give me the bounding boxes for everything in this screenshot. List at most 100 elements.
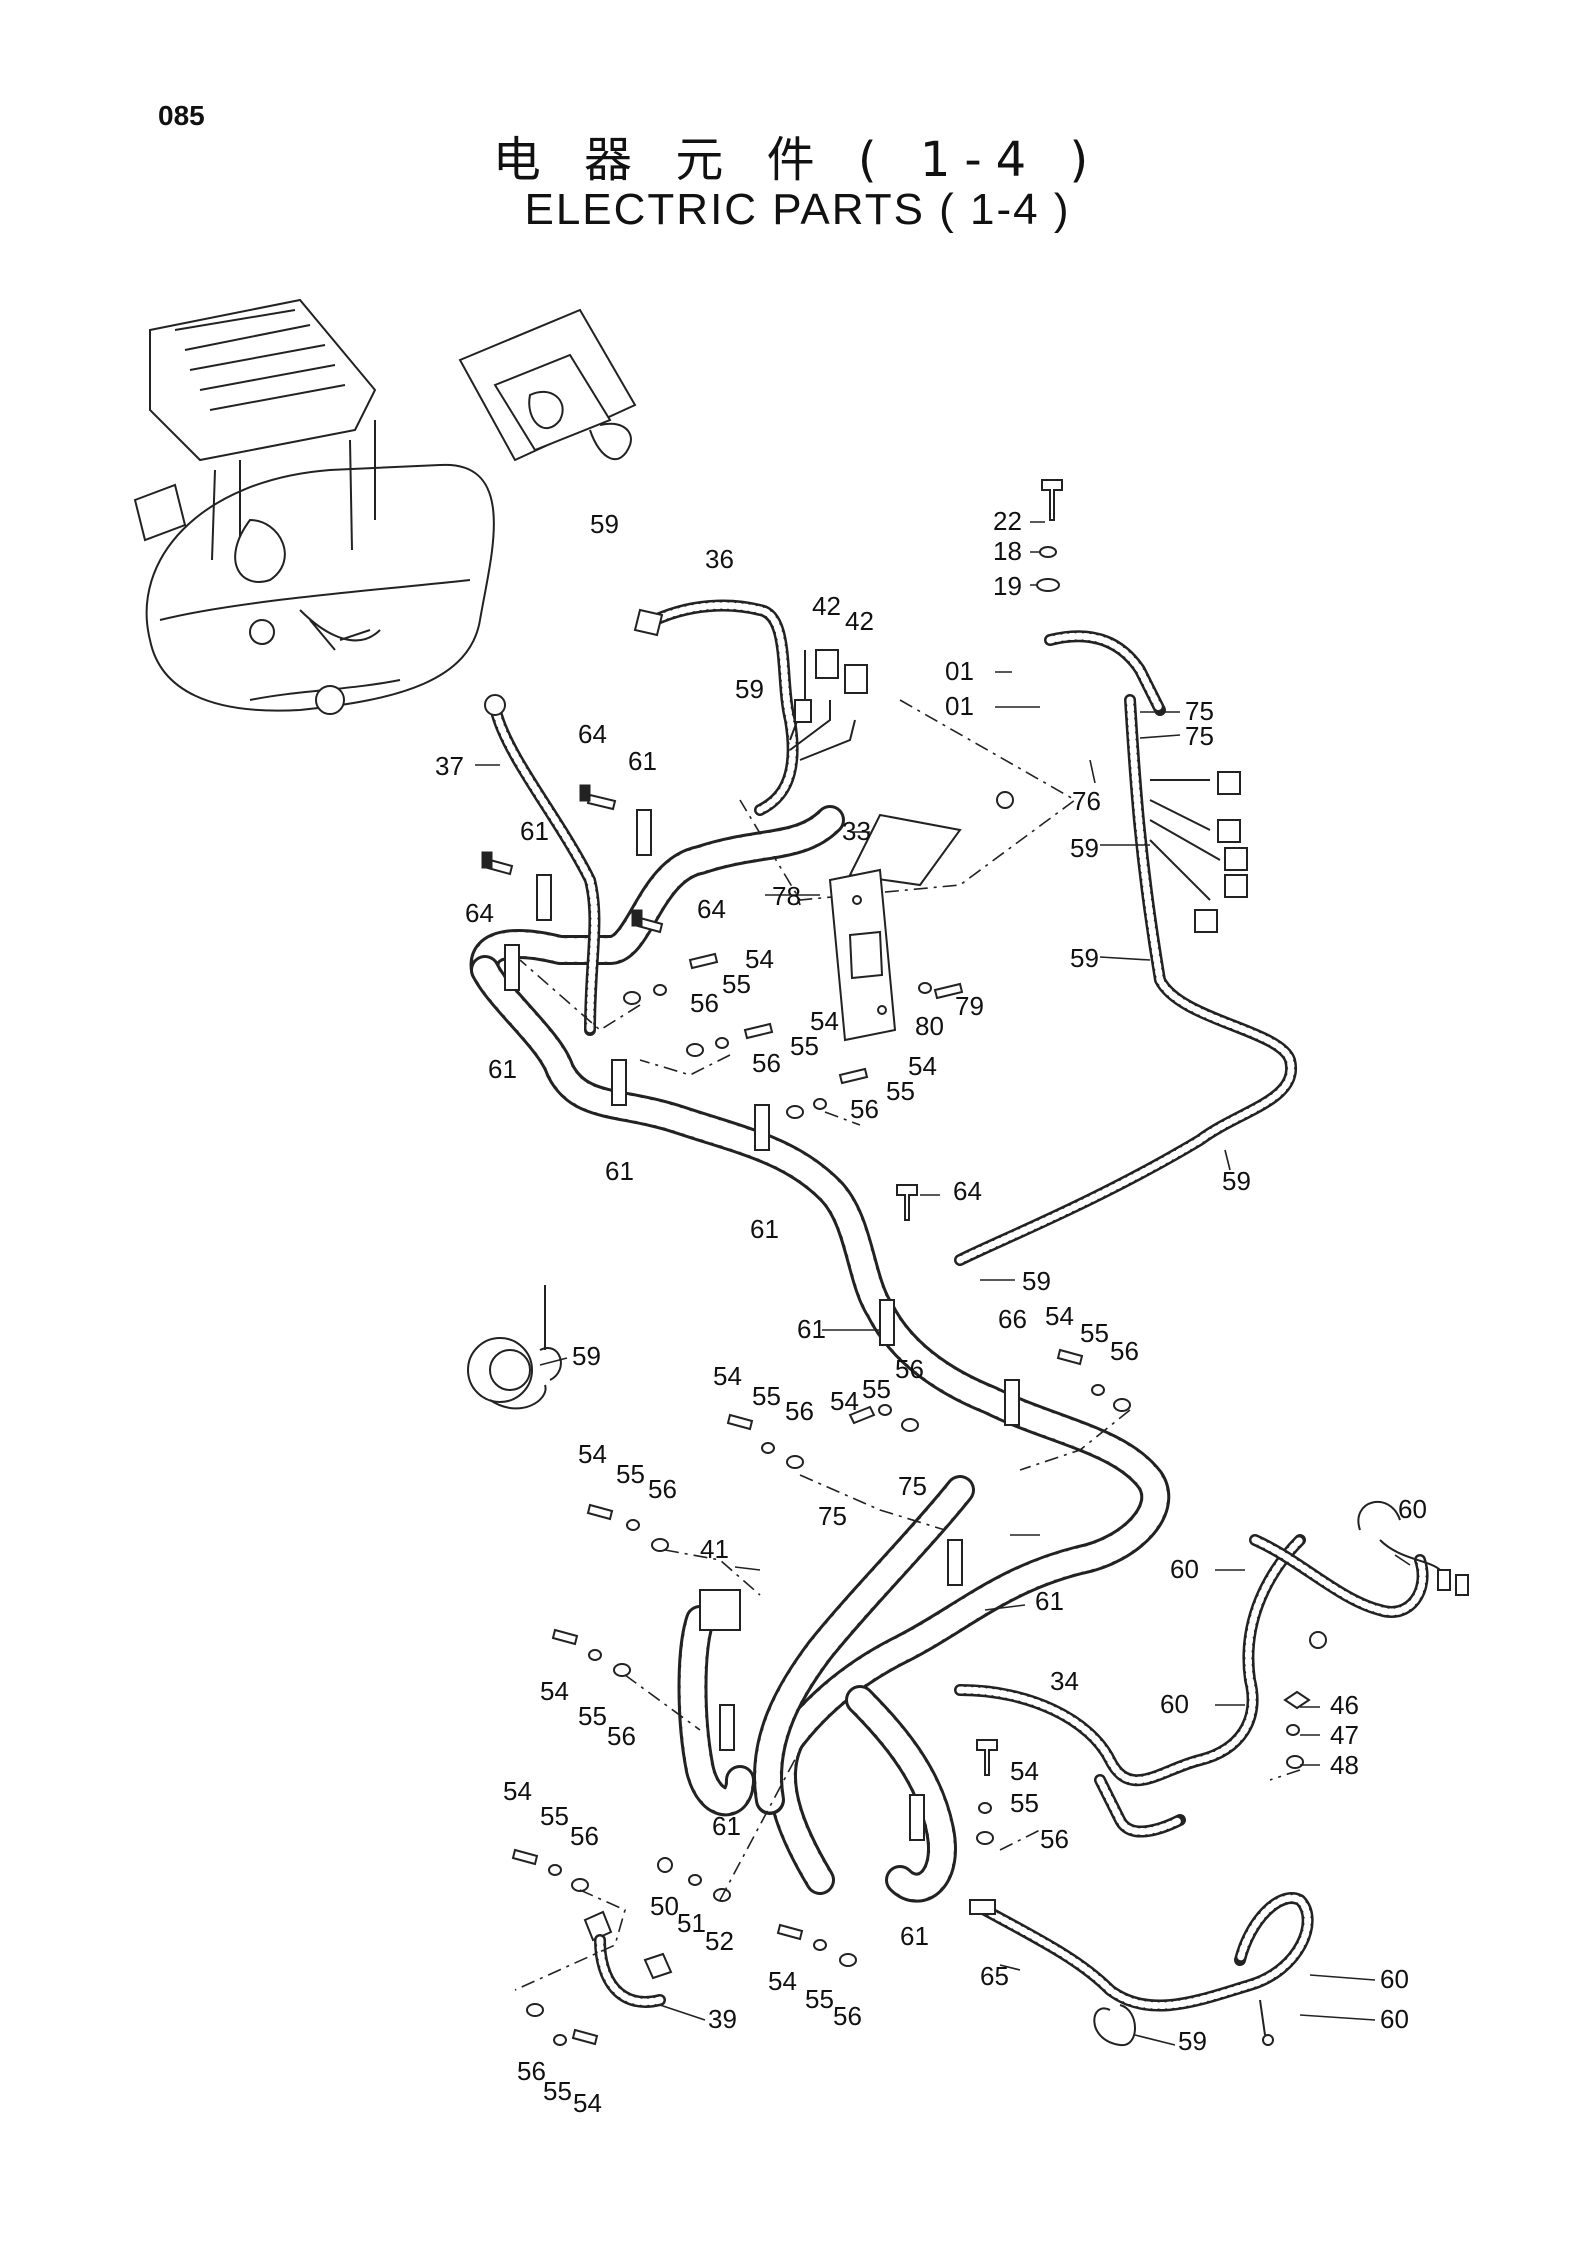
callout-55: 55 bbox=[886, 1076, 915, 1106]
callout-36: 36 bbox=[705, 544, 734, 574]
callout-56: 56 bbox=[648, 1474, 677, 1504]
callout-01: 01 bbox=[945, 691, 974, 721]
callout-61: 61 bbox=[750, 1214, 779, 1244]
callout-56: 56 bbox=[1110, 1336, 1139, 1366]
ground-strap bbox=[583, 1910, 673, 2008]
floor-plate bbox=[739, 699, 1077, 901]
callout-54: 54 bbox=[1045, 1301, 1074, 1331]
fasteners bbox=[481, 479, 1311, 2046]
page-title-chinese: 电 器 元 件 ( 1-4 ) bbox=[492, 132, 1103, 188]
callout-55: 55 bbox=[722, 969, 751, 999]
callout-46: 46 bbox=[1330, 1690, 1359, 1720]
callout-56: 56 bbox=[517, 2056, 546, 2086]
callout-54: 54 bbox=[810, 1006, 839, 1036]
right-harness bbox=[954, 630, 1298, 1266]
callout-42: 42 bbox=[812, 591, 841, 621]
callout-54: 54 bbox=[578, 1439, 607, 1469]
callout-60: 60 bbox=[1170, 1554, 1199, 1584]
callout-47: 47 bbox=[1330, 1720, 1359, 1750]
callout-50: 50 bbox=[650, 1891, 679, 1921]
callout-55: 55 bbox=[578, 1701, 607, 1731]
machine-overview-illustration bbox=[133, 298, 495, 715]
callout-64: 64 bbox=[697, 894, 726, 924]
alignment-lines bbox=[514, 959, 1301, 1991]
callout-55: 55 bbox=[1010, 1788, 1039, 1818]
callout-61: 61 bbox=[1035, 1586, 1064, 1616]
callout-56: 56 bbox=[570, 1821, 599, 1851]
callout-64: 64 bbox=[578, 719, 607, 749]
callout-59: 59 bbox=[1070, 833, 1099, 863]
callout-19: 19 bbox=[993, 571, 1022, 601]
callout-54: 54 bbox=[1010, 1756, 1039, 1786]
callout-56: 56 bbox=[752, 1048, 781, 1078]
callout-59: 59 bbox=[1070, 943, 1099, 973]
callout-61: 61 bbox=[900, 1921, 929, 1951]
callout-59: 59 bbox=[572, 1341, 601, 1371]
callout-18: 18 bbox=[993, 536, 1022, 566]
callout-37: 37 bbox=[435, 751, 464, 781]
callout-64: 64 bbox=[953, 1176, 982, 1206]
callout-60: 60 bbox=[1160, 1689, 1189, 1719]
callout-48: 48 bbox=[1330, 1750, 1359, 1780]
callout-54: 54 bbox=[830, 1386, 859, 1416]
callout-56: 56 bbox=[850, 1094, 879, 1124]
lower-right-harness bbox=[954, 1501, 1469, 2047]
callout-61: 61 bbox=[488, 1054, 517, 1084]
callout-54: 54 bbox=[503, 1776, 532, 1806]
callout-56: 56 bbox=[607, 1721, 636, 1751]
callout-01: 01 bbox=[945, 656, 974, 686]
callout-59: 59 bbox=[1222, 1166, 1251, 1196]
callout-54: 54 bbox=[540, 1676, 569, 1706]
panel-illustration bbox=[458, 308, 637, 462]
callout-59: 59 bbox=[1178, 2026, 1207, 2056]
horn-component bbox=[467, 1285, 562, 1410]
callout-60: 60 bbox=[1398, 1494, 1427, 1524]
callout-54: 54 bbox=[713, 1361, 742, 1391]
callout-54: 54 bbox=[908, 1051, 937, 1081]
callout-41: 41 bbox=[700, 1534, 729, 1564]
callout-34: 34 bbox=[1050, 1666, 1079, 1696]
callout-59: 59 bbox=[590, 509, 619, 539]
callout-55: 55 bbox=[543, 2076, 572, 2106]
callout-55: 55 bbox=[862, 1374, 891, 1404]
callout-54: 54 bbox=[745, 944, 774, 974]
callout-22: 22 bbox=[993, 506, 1022, 536]
callout-59: 59 bbox=[1022, 1266, 1051, 1296]
callout-78: 78 bbox=[772, 881, 801, 911]
main-harness bbox=[469, 805, 1171, 1903]
callout-61: 61 bbox=[797, 1314, 826, 1344]
callout-75: 75 bbox=[1185, 696, 1214, 726]
callout-56: 56 bbox=[895, 1354, 924, 1384]
callout-55: 55 bbox=[805, 1984, 834, 2014]
callout-52: 52 bbox=[705, 1926, 734, 1956]
callout-61: 61 bbox=[605, 1156, 634, 1186]
callout-60: 60 bbox=[1380, 2004, 1409, 2034]
callout-42: 42 bbox=[845, 606, 874, 636]
callout-56: 56 bbox=[785, 1396, 814, 1426]
callout-66: 66 bbox=[998, 1304, 1027, 1334]
callout-55: 55 bbox=[1080, 1318, 1109, 1348]
callout-55: 55 bbox=[790, 1031, 819, 1061]
callout-55: 55 bbox=[616, 1459, 645, 1489]
callout-54: 54 bbox=[573, 2088, 602, 2118]
callout-75: 75 bbox=[898, 1471, 927, 1501]
callout-56: 56 bbox=[1040, 1824, 1069, 1854]
callout-80: 80 bbox=[915, 1011, 944, 1041]
page-number: 085 bbox=[158, 100, 205, 131]
callout-75: 75 bbox=[1185, 721, 1214, 751]
callout-65: 65 bbox=[980, 1961, 1009, 1991]
callout-56: 56 bbox=[690, 988, 719, 1018]
callout-60: 60 bbox=[1380, 1964, 1409, 1994]
page-title-english: ELECTRIC PARTS ( 1-4 ) bbox=[524, 185, 1071, 234]
callout-39: 39 bbox=[708, 2004, 737, 2034]
leader-lines bbox=[475, 521, 1411, 2046]
callout-61: 61 bbox=[712, 1811, 741, 1841]
callout-55: 55 bbox=[540, 1801, 569, 1831]
callout-75: 75 bbox=[818, 1501, 847, 1531]
callout-33: 33 bbox=[842, 816, 871, 846]
upper-wires bbox=[484, 599, 868, 1036]
callout-64: 64 bbox=[465, 898, 494, 928]
callout-56: 56 bbox=[833, 2001, 862, 2031]
callout-61: 61 bbox=[628, 746, 657, 776]
